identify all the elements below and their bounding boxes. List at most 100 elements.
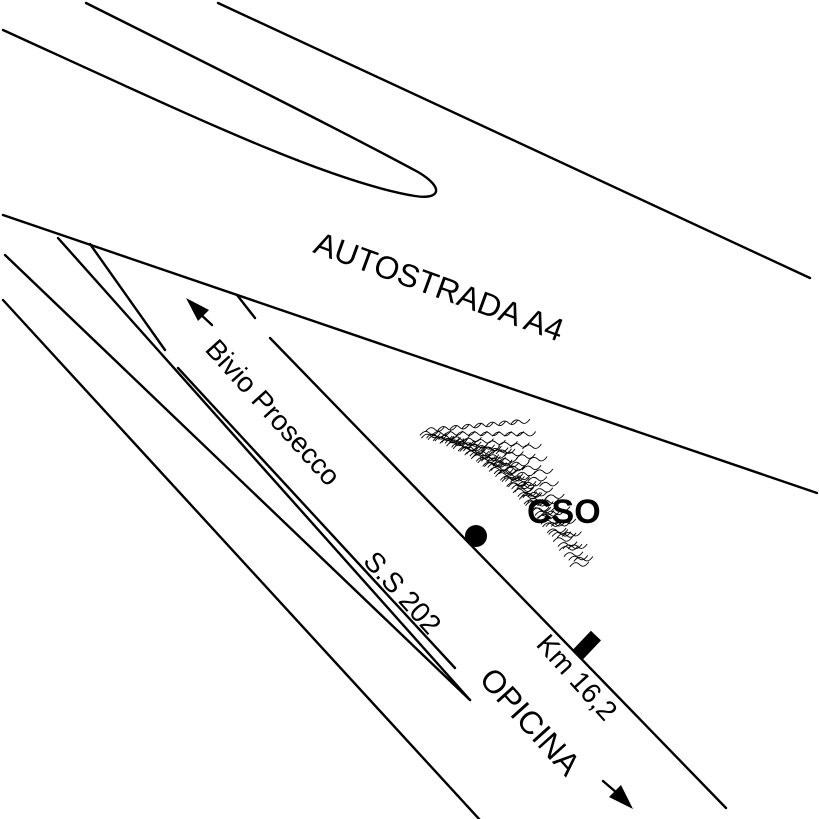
road-outer-west-edge [1,298,481,819]
road-inner-west-edge [3,253,472,702]
terrain-hatch-stroke [528,501,549,507]
terrain-hatch-stroke [527,476,548,482]
terrain-hatch-stroke [449,424,470,430]
terrain-hatch-stroke [510,418,531,425]
terrain-hatch-stroke [503,473,524,479]
terrain-hatch-stroke [540,518,561,525]
terrain-hatch-stroke [545,521,566,527]
terrain-hatch-stroke [558,545,579,551]
terrain-hatch-stroke [455,430,476,437]
terrain-hatch-stroke [516,480,537,487]
terrain-hatch-stroke [473,422,494,428]
motorway-label: AUTOSTRADA A4 [310,225,569,349]
terrain-hatch-stroke [479,454,500,460]
terrain-hatch-stroke [498,419,519,426]
state-road-ss202 [1,236,728,819]
terrain-hatch-stroke [504,431,524,437]
junction-label: Bivio Prosecco [200,333,347,491]
junction-ramp-west-lower [176,366,457,670]
road-east-edge [268,336,728,810]
terrain-hatch-stroke [517,491,538,497]
motorway-slip-road-loop [1,1,438,198]
terrain-hatch-stroke [450,435,470,442]
terrain-hatch-stroke [461,423,482,429]
terrain-hatch-stroke [482,461,503,467]
terrain-hatch-stroke [438,434,458,440]
terrain-hatch-stroke [569,561,590,568]
terrain-hatch-stroke [514,486,535,493]
terrain-hatch-stroke [480,430,500,437]
terrain-hatch-stroke [486,456,506,463]
terrain-hatch-stroke [443,430,464,437]
terrain-hatch-stroke [474,438,494,444]
terrain-hatch-stroke [544,493,565,500]
km-marker-icon [572,630,602,660]
terrain-hatch-stroke [515,453,536,460]
terrain-hatch-stroke [484,461,504,468]
terrain-hatch-stroke [419,430,440,436]
terrain-hatch-stroke [551,531,572,537]
terrain-hatch-stroke [533,487,554,493]
junction-ramp-west-short [88,242,167,352]
terrain-hatch-stroke [457,445,478,452]
site-label: CSO [527,493,601,531]
terrain-hatch-stroke [466,448,486,455]
motorway-a4 [1,1,819,495]
terrain-hatch-stroke [522,443,542,450]
terrain-hatch-stroke [545,510,565,516]
terrain-hatch-stroke [562,531,582,537]
terrain-hatch-stroke [467,430,488,437]
terrain-hatch-stroke [534,510,555,516]
terrain-hatch-stroke [521,464,542,471]
motorway-south-edge [1,213,819,495]
arrow-northwest-shaft [195,309,214,327]
terrain-hatch-stroke [492,430,512,437]
terrain-hatch-stroke [510,477,530,483]
terrain-hatch-stroke [557,541,578,547]
terrain-hatch-stroke [493,468,514,475]
terrain-hatch-stroke [499,462,520,468]
terrain-hatch-stroke [527,497,548,503]
terrain-hatch-stroke [509,461,530,467]
terrain-hatch-stroke [431,430,452,436]
terrain-hatch-stroke [515,471,536,477]
terrain-hatch-stroke [516,431,537,437]
terrain-hatch-stroke [486,420,506,427]
terrain-hatch-stroke [556,518,577,525]
junction-ramp-east-short [235,293,257,320]
terrain-hatch-stroke [525,500,545,507]
terrain-hatch-stroke [550,506,571,512]
junction-ramp-west-upper [56,236,472,702]
terrain-hatch-stroke [510,474,531,481]
terrain-hatch-stroke [520,491,541,498]
terrain-hatching [419,418,594,568]
terrain-hatch-stroke [537,513,558,519]
terrain-hatch-stroke [510,442,530,448]
motorway-north-edge [216,1,812,280]
location-dot-icon [465,525,487,547]
terrain-hatch-stroke [548,529,569,535]
terrain-hatch-stroke [542,521,562,528]
terrain-hatch-stroke [563,551,584,558]
terrain-hatch-stroke [552,536,573,543]
terrain-hatch-stroke [462,436,482,443]
terrain-hatch-stroke [498,457,518,463]
terrain-hatch-stroke [533,468,554,475]
terrain-hatch-stroke [497,469,517,475]
terrain-hatch-stroke [568,555,589,561]
terrain-hatch-stroke [501,476,522,483]
terrain-hatch-stroke [539,481,559,487]
terrain-hatch-stroke [511,483,532,490]
terrain-hatch-stroke [506,481,527,487]
terrain-hatch-stroke [486,439,506,446]
terrain-hatch-stroke [529,506,550,513]
terrain-hatch-stroke [498,441,518,447]
terrain-hatch-stroke [527,456,548,462]
terrain-hatch-stroke [521,481,542,487]
terrain-hatch-stroke [506,464,526,471]
terrain-hatch-stroke [472,451,493,458]
terrain-hatch-stroke [562,543,583,550]
terrain-hatch-stroke [492,459,513,466]
terrain-hatch-stroke [425,426,445,433]
